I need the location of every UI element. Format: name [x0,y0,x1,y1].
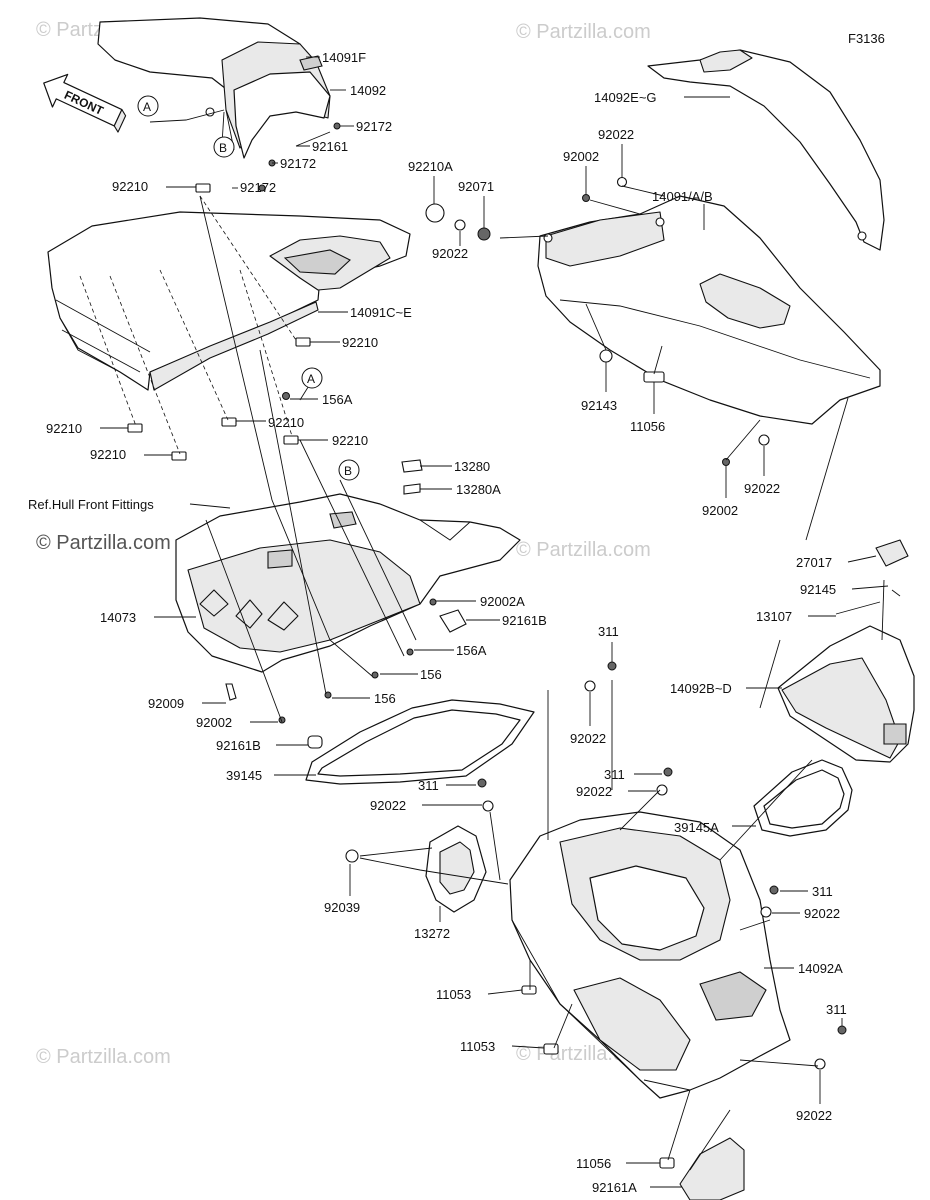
part-label-92002: 92002 [702,503,738,518]
part-label-11056: 11056 [630,419,665,434]
part-label-311: 311 [418,778,439,793]
callout-b-label: B [219,141,227,155]
top-right-cover-14092EG [647,49,885,251]
callout-b-label: B [344,464,352,478]
part-label-92210: 92210 [46,421,82,436]
part-label-156: 156 [374,691,396,706]
part-label-11053: 11053 [460,1039,495,1054]
callout-B-mid: B [338,459,360,481]
part-label-13280: 13280 [454,459,490,474]
watermark: © Partzilla.com [36,1046,171,1068]
front-arrow: FRONT [43,73,127,133]
gasket-39145 [305,699,535,785]
part-label-39145: 39145 [226,768,262,783]
part-label-156: 156 [420,667,442,682]
part-label-92009: 92009 [148,696,184,711]
hood-14092A [509,811,791,1099]
part-label-14073: 14073 [100,610,136,625]
side-cover-14091AB [537,195,881,425]
part-label-156A: 156A [322,392,353,407]
part-drawings: A B A B [47,17,915,1200]
part-label-92210A: 92210A [408,159,453,174]
part-label-311: 311 [598,624,619,639]
part-label-13272: 13272 [414,926,450,941]
part-label-92161A: 92161A [592,1180,637,1195]
part-label-92161: 92161 [312,139,348,154]
part-label-14091AB: 14091/A/B [652,189,713,204]
part-label-39145A: 39145A [674,820,719,835]
part-label-92071: 92071 [458,179,494,194]
part-label-92210: 92210 [332,433,368,448]
deck-cover-14091CE [47,211,411,391]
part-label-92002: 92002 [196,715,232,730]
top-cover-assembly [97,17,331,159]
callout-A-top: A [137,95,159,117]
watermark: © Partzilla.com [516,539,651,561]
part-label-92022: 92022 [370,798,406,813]
part-label-92022: 92022 [432,246,468,261]
part-label-14092: 14092 [350,83,386,98]
bracket-13272 [425,825,487,913]
watermark: © Partzilla.com [516,21,651,43]
part-label-92161B: 92161B [502,613,547,628]
part-label-92039: 92039 [324,900,360,915]
part-label-92002: 92002 [563,149,599,164]
part-label-92210: 92210 [112,179,148,194]
guide-lines [79,109,901,1171]
cover-14092BD [777,625,915,763]
part-label-92210: 92210 [268,415,304,430]
callout-B-top: B [213,136,235,158]
part-labels: 14091F 14092 92172 92161 92172 92172 922… [28,50,889,1195]
part-27017-shape [875,539,909,567]
reference-note: Ref.Hull Front Fittings [28,497,154,512]
part-label-14091F: 14091F [322,50,366,65]
part-label-92172: 92172 [356,119,392,134]
part-label-311: 311 [826,1002,847,1017]
cushion-92161A [679,1137,745,1200]
part-label-92161B: 92161B [216,738,261,753]
part-label-13107: 13107 [756,609,792,624]
part-label-14091CE: 14091C~E [350,305,412,320]
part-label-156A: 156A [456,643,487,658]
part-label-92002A: 92002A [480,594,525,609]
callout-a-label: A [307,372,315,386]
part-label-92022: 92022 [570,731,606,746]
part-label-92210: 92210 [342,335,378,350]
part-13107-shape [835,601,881,615]
part-label-92145: 92145 [800,582,836,597]
part-label-11053: 11053 [436,987,471,1002]
gasket-39145A [753,759,853,837]
part-label-92022: 92022 [744,481,780,496]
callout-A-mid: A [301,367,323,389]
part-label-92022: 92022 [796,1108,832,1123]
part-label-13280A: 13280A [456,482,501,497]
part-label-311: 311 [812,884,833,899]
part-label-14092BD: 14092B~D [670,681,732,696]
part-label-311: 311 [604,767,625,782]
part-label-92022: 92022 [576,784,612,799]
watermarks: © Partzilla.com © Partzilla.com © Partzi… [36,19,651,1068]
watermark: © Partzilla.com [36,532,171,554]
part-label-92172: 92172 [240,180,276,195]
part-label-92143: 92143 [581,398,617,413]
diagram-code: F3136 [848,31,885,46]
part-label-14092A: 14092A [798,961,843,976]
part-label-92022: 92022 [598,127,634,142]
part-label-92210: 92210 [90,447,126,462]
part-label-14092EG: 14092E~G [594,90,657,105]
part-label-27017: 27017 [796,555,832,570]
part-label-11056: 11056 [576,1156,611,1171]
part-label-92172: 92172 [280,156,316,171]
part-label-92022: 92022 [804,906,840,921]
callout-a-label: A [143,100,151,114]
